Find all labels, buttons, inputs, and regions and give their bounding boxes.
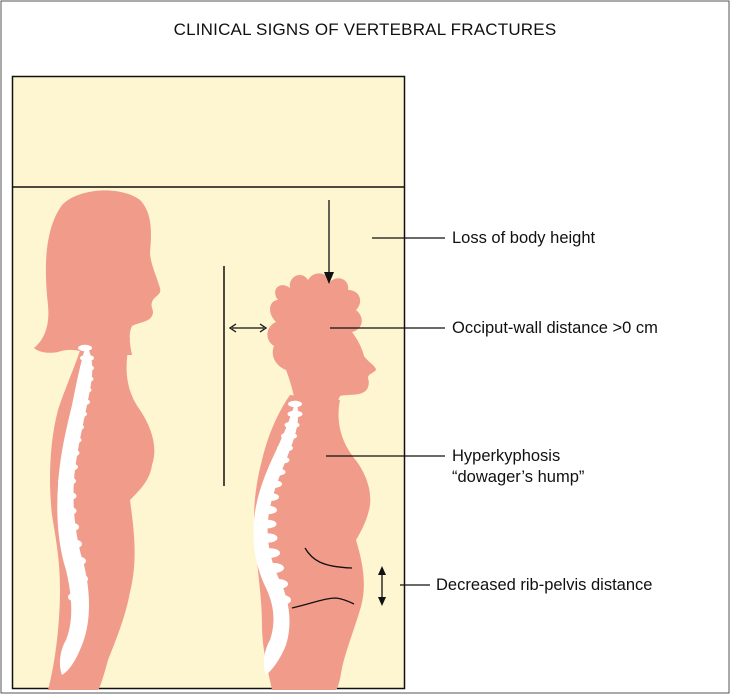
label-occiput-wall: Occiput-wall distance >0 cm	[452, 318, 658, 339]
label-hyperkyphosis: Hyperkyphosis	[452, 446, 560, 467]
label-rib-pelvis: Decreased rib-pelvis distance	[436, 575, 652, 596]
label-dowagers-hump: “dowager’s hump”	[452, 467, 584, 488]
label-height-loss: Loss of body height	[452, 228, 595, 249]
